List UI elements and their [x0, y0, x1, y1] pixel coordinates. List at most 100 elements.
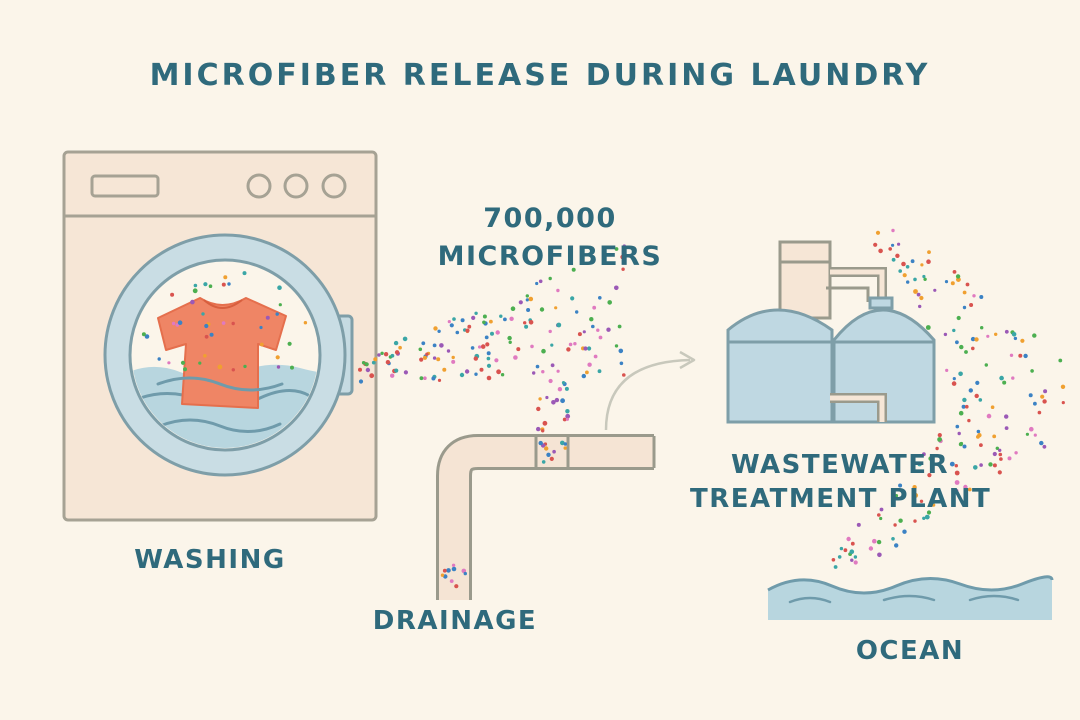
microfiber-count-value: 700,000	[483, 203, 617, 234]
microfiber-particle	[913, 277, 917, 282]
microfiber-particle	[587, 346, 592, 351]
microfiber-particle	[597, 369, 602, 374]
microfiber-particle	[998, 452, 1003, 457]
microfiber-particle	[622, 373, 626, 377]
microfiber-particle	[593, 354, 598, 359]
microfiber-particle	[831, 558, 836, 562]
microfiber-particle	[927, 250, 931, 255]
microfiber-particle	[950, 281, 955, 286]
microfiber-particle	[523, 321, 527, 325]
microfiber-particle	[952, 328, 956, 333]
flow-arrow-icon	[604, 350, 696, 431]
stage-label-plant-line2: TREATMENT PLANT	[690, 484, 992, 514]
microfiber-particle	[377, 353, 381, 357]
microfiber-particle	[617, 324, 622, 329]
microfiber-particle	[992, 434, 997, 439]
microfiber-particle	[901, 261, 906, 267]
microfiber-particle	[992, 463, 997, 468]
microfiber-particle	[361, 361, 366, 365]
microfiber-particle	[877, 552, 882, 558]
control-knob-icon	[321, 173, 347, 199]
microfiber-particle	[1033, 433, 1037, 437]
microfiber-particle	[358, 367, 362, 372]
microfiber-particle	[875, 230, 881, 235]
microfiber-particle	[913, 519, 917, 523]
microfiber-particle	[969, 303, 974, 307]
microfiber-particle	[905, 265, 910, 269]
microfiber-particle	[287, 341, 292, 346]
microfiber-particle	[470, 346, 475, 350]
microfiber-particle	[872, 538, 877, 544]
microfiber-particle	[373, 357, 378, 362]
microfiber-particle	[962, 305, 967, 310]
microfiber-particle	[167, 361, 171, 365]
microfiber-particle	[525, 294, 529, 298]
microfiber-particle	[451, 566, 457, 572]
microfiber-particle	[500, 373, 505, 377]
microfiber-particle	[926, 510, 932, 515]
microfiber-particle	[431, 376, 436, 381]
microfiber-particle	[524, 324, 529, 329]
microfiber-particle	[955, 274, 961, 279]
microfiber-particle	[275, 355, 280, 360]
microfiber-particle	[1042, 399, 1047, 404]
microfiber-particle	[1043, 389, 1048, 394]
microfiber-particle	[955, 340, 959, 345]
microfiber-count-unit: MICROFIBERS	[437, 241, 663, 272]
microfiber-particle	[203, 354, 207, 358]
microfiber-particle	[419, 376, 424, 381]
microfiber-particle	[591, 324, 595, 329]
microfiber-particle	[141, 332, 146, 337]
microfiber-particle	[175, 323, 180, 327]
microfiber-particle	[1040, 394, 1045, 399]
microfiber-particle	[873, 242, 878, 247]
stage-label-drainage: DRAINAGE	[372, 606, 538, 636]
microfiber-particle	[837, 555, 842, 559]
microfiber-particle	[542, 420, 548, 426]
microfiber-particle	[897, 242, 901, 246]
microfiber-particle	[276, 365, 281, 369]
microfiber-particle	[442, 568, 447, 573]
microfiber-particle	[902, 273, 907, 278]
microfiber-particle	[496, 369, 501, 375]
microfiber-particle	[967, 418, 971, 423]
microfiber-particle	[990, 405, 995, 410]
microfiber-particle	[895, 253, 900, 258]
microfiber-particle	[478, 345, 482, 349]
microfiber-particle	[1014, 451, 1018, 455]
microfiber-particle	[937, 437, 942, 442]
microfiber-particle	[952, 270, 957, 274]
microfiber-particle	[916, 292, 921, 297]
microfiber-particle	[988, 462, 993, 467]
microfiber-particle	[510, 306, 516, 312]
microfiber-particle	[535, 281, 539, 286]
microfiber-particle	[577, 332, 582, 337]
microfiber-particle	[925, 325, 931, 330]
microfiber-particle	[474, 372, 478, 376]
microfiber-particle	[923, 277, 927, 281]
microfiber-particle	[843, 548, 848, 553]
microfiber-particle	[583, 346, 588, 351]
microfiber-particle	[979, 443, 983, 447]
microfiber-particle	[437, 378, 442, 382]
microfiber-particle	[556, 322, 562, 328]
microfiber-count-label: 700,000 MICROFIBERS	[420, 200, 680, 276]
microfiber-particle	[259, 342, 264, 347]
microfiber-particle	[513, 355, 518, 360]
microfiber-particle	[486, 351, 491, 356]
microfiber-particle	[454, 584, 459, 589]
drain-pipe-icon	[436, 434, 656, 600]
microfiber-particle	[573, 342, 577, 346]
microfiber-particle	[290, 365, 294, 370]
microfiber-particle	[986, 334, 990, 338]
microfiber-particle	[398, 345, 402, 350]
microfiber-particle	[394, 368, 399, 373]
microfiber-particle	[924, 514, 930, 520]
microfiber-particle	[959, 344, 964, 350]
microfiber-particle	[922, 452, 926, 457]
microfiber-particle	[198, 361, 202, 365]
microfiber-particle	[549, 456, 554, 461]
microfiber-particle	[973, 465, 978, 470]
microfiber-particle	[598, 335, 603, 340]
microfiber-particle	[620, 254, 625, 260]
